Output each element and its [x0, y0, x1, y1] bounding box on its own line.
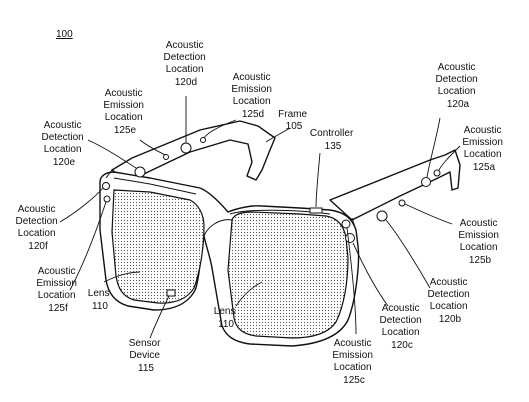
- marker-125e: [163, 154, 169, 160]
- leader-125b: [404, 203, 453, 225]
- marker-125c: [341, 219, 351, 229]
- marker-120c: [345, 233, 355, 243]
- leader-120b: [385, 219, 431, 289]
- leader-frame: [265, 127, 291, 143]
- sensor-device-box: [166, 289, 176, 297]
- leader-125a: [438, 145, 461, 171]
- label-125f: Acoustic Emission Location 125f: [36, 266, 79, 314]
- label-lens-right: Lens 110: [214, 306, 238, 330]
- label-controller: Controller 135: [310, 128, 356, 152]
- leader-120a: [426, 117, 441, 178]
- marker-125d: [200, 137, 206, 143]
- label-120b: Acoustic Detection Location 120b: [427, 277, 472, 325]
- leader-controller: [315, 152, 321, 208]
- label-120e: Acoustic Detection Location 120e: [41, 120, 86, 168]
- right-hinge: [351, 217, 357, 231]
- right-temple-arm: [329, 149, 461, 221]
- marker-125f: [103, 195, 111, 203]
- label-lens-left: Lens 110: [88, 288, 112, 312]
- leader-lens-right: [235, 281, 263, 307]
- left-hinge: [105, 169, 113, 179]
- label-sensor: Sensor Device 115: [129, 338, 163, 374]
- label-125e: Acoustic Emission Location 125e: [103, 88, 146, 136]
- left-lens: [111, 189, 205, 304]
- label-120f: Acoustic Detection Location 120f: [15, 204, 60, 252]
- marker-120a: [421, 177, 431, 187]
- leader-sensor: [149, 295, 170, 339]
- controller-box: [309, 207, 323, 214]
- label-120a: Acoustic Detection Location 120a: [435, 62, 480, 110]
- label-120d: Acoustic Detection Location 120d: [163, 40, 208, 88]
- figure-number: 100: [56, 29, 73, 40]
- marker-120d: [180, 142, 192, 154]
- leader-120e: [87, 139, 137, 169]
- marker-120e: [134, 166, 146, 178]
- right-lens: [227, 211, 349, 339]
- leader-125f: [69, 201, 107, 291]
- leader-lens-left: [103, 271, 141, 283]
- marker-120f-upper: [102, 182, 110, 190]
- leader-125c: [346, 227, 357, 335]
- label-frame: Frame 105: [278, 109, 310, 132]
- label-125a: Acoustic Emission Location 125a: [462, 125, 505, 173]
- label-120c: Acoustic Detection Location 120c: [379, 303, 424, 351]
- nose-bridge: [203, 219, 233, 237]
- label-125c: Acoustic Emission Location 125c: [332, 338, 375, 386]
- leader-125d: [203, 119, 237, 139]
- marker-125a: [433, 169, 441, 177]
- leader-125e: [139, 139, 166, 156]
- label-125b: Acoustic Emission Location 125b: [458, 218, 501, 266]
- marker-120b: [376, 210, 388, 222]
- leader-120f: [59, 187, 104, 223]
- frame-top-edge: [113, 177, 197, 195]
- marker-125b: [398, 199, 406, 207]
- label-125d: Acoustic Emission Location 125d: [231, 72, 274, 120]
- leader-120c: [352, 242, 389, 307]
